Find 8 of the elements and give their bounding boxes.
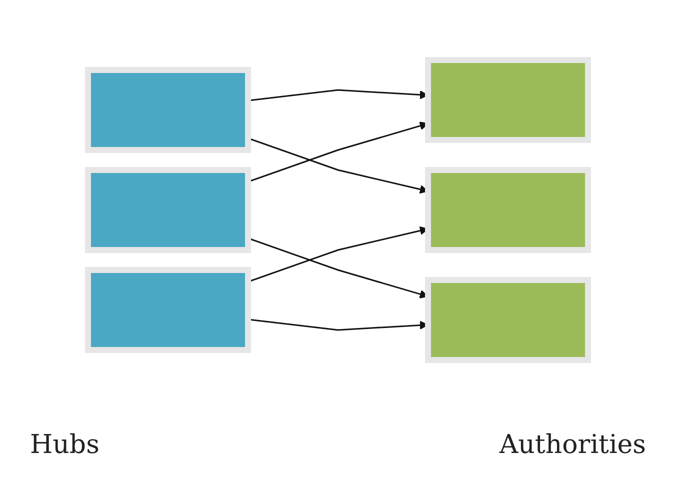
node-box bbox=[425, 277, 591, 363]
column-label: Authorities bbox=[498, 430, 647, 460]
node-box bbox=[85, 267, 251, 353]
node-box bbox=[85, 167, 251, 253]
node-box bbox=[425, 57, 591, 143]
node-box bbox=[85, 67, 251, 153]
node-box bbox=[425, 167, 591, 253]
column-label: Hubs bbox=[29, 430, 100, 460]
